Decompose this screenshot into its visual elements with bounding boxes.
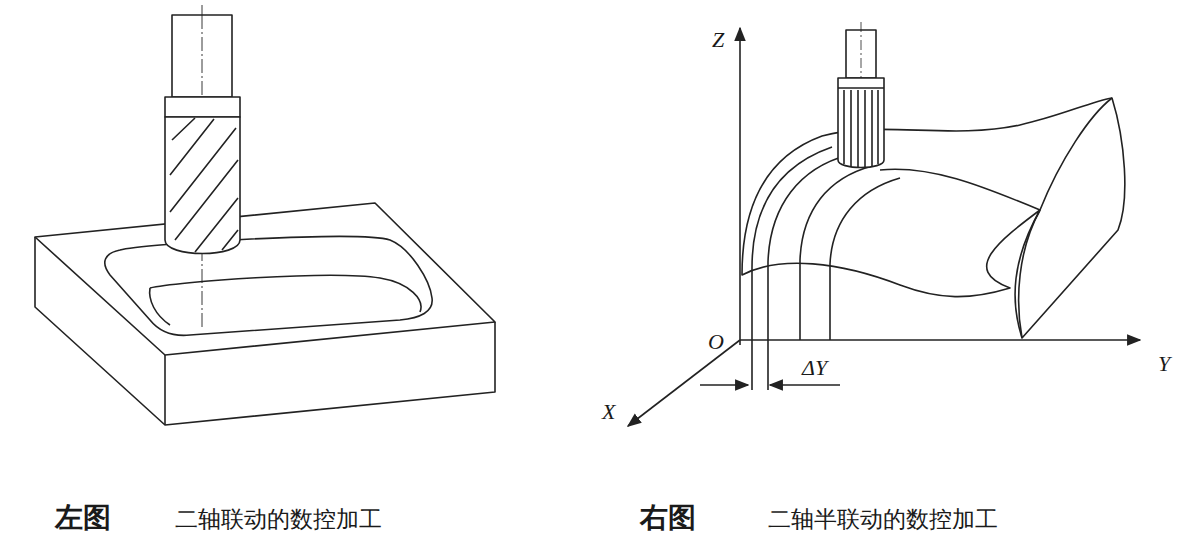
end-mill-right xyxy=(838,22,884,168)
figure-caption: 二轴联动的数控加工 xyxy=(175,507,382,532)
axis-label: Y xyxy=(1158,352,1170,376)
origin-label: O xyxy=(708,330,724,354)
workpiece-block xyxy=(35,203,495,425)
figure-heading: 右图 xyxy=(640,503,696,534)
axes xyxy=(628,28,1140,426)
axis-label: X xyxy=(602,400,615,424)
curved-surface xyxy=(742,98,1125,340)
dimension-label: ΔY xyxy=(802,356,827,380)
end-mill-left xyxy=(165,5,240,330)
figure-caption: 二轴半联动的数控加工 xyxy=(768,507,998,532)
figure-heading: 左图 xyxy=(55,503,111,534)
axis-label: Z xyxy=(712,28,724,52)
